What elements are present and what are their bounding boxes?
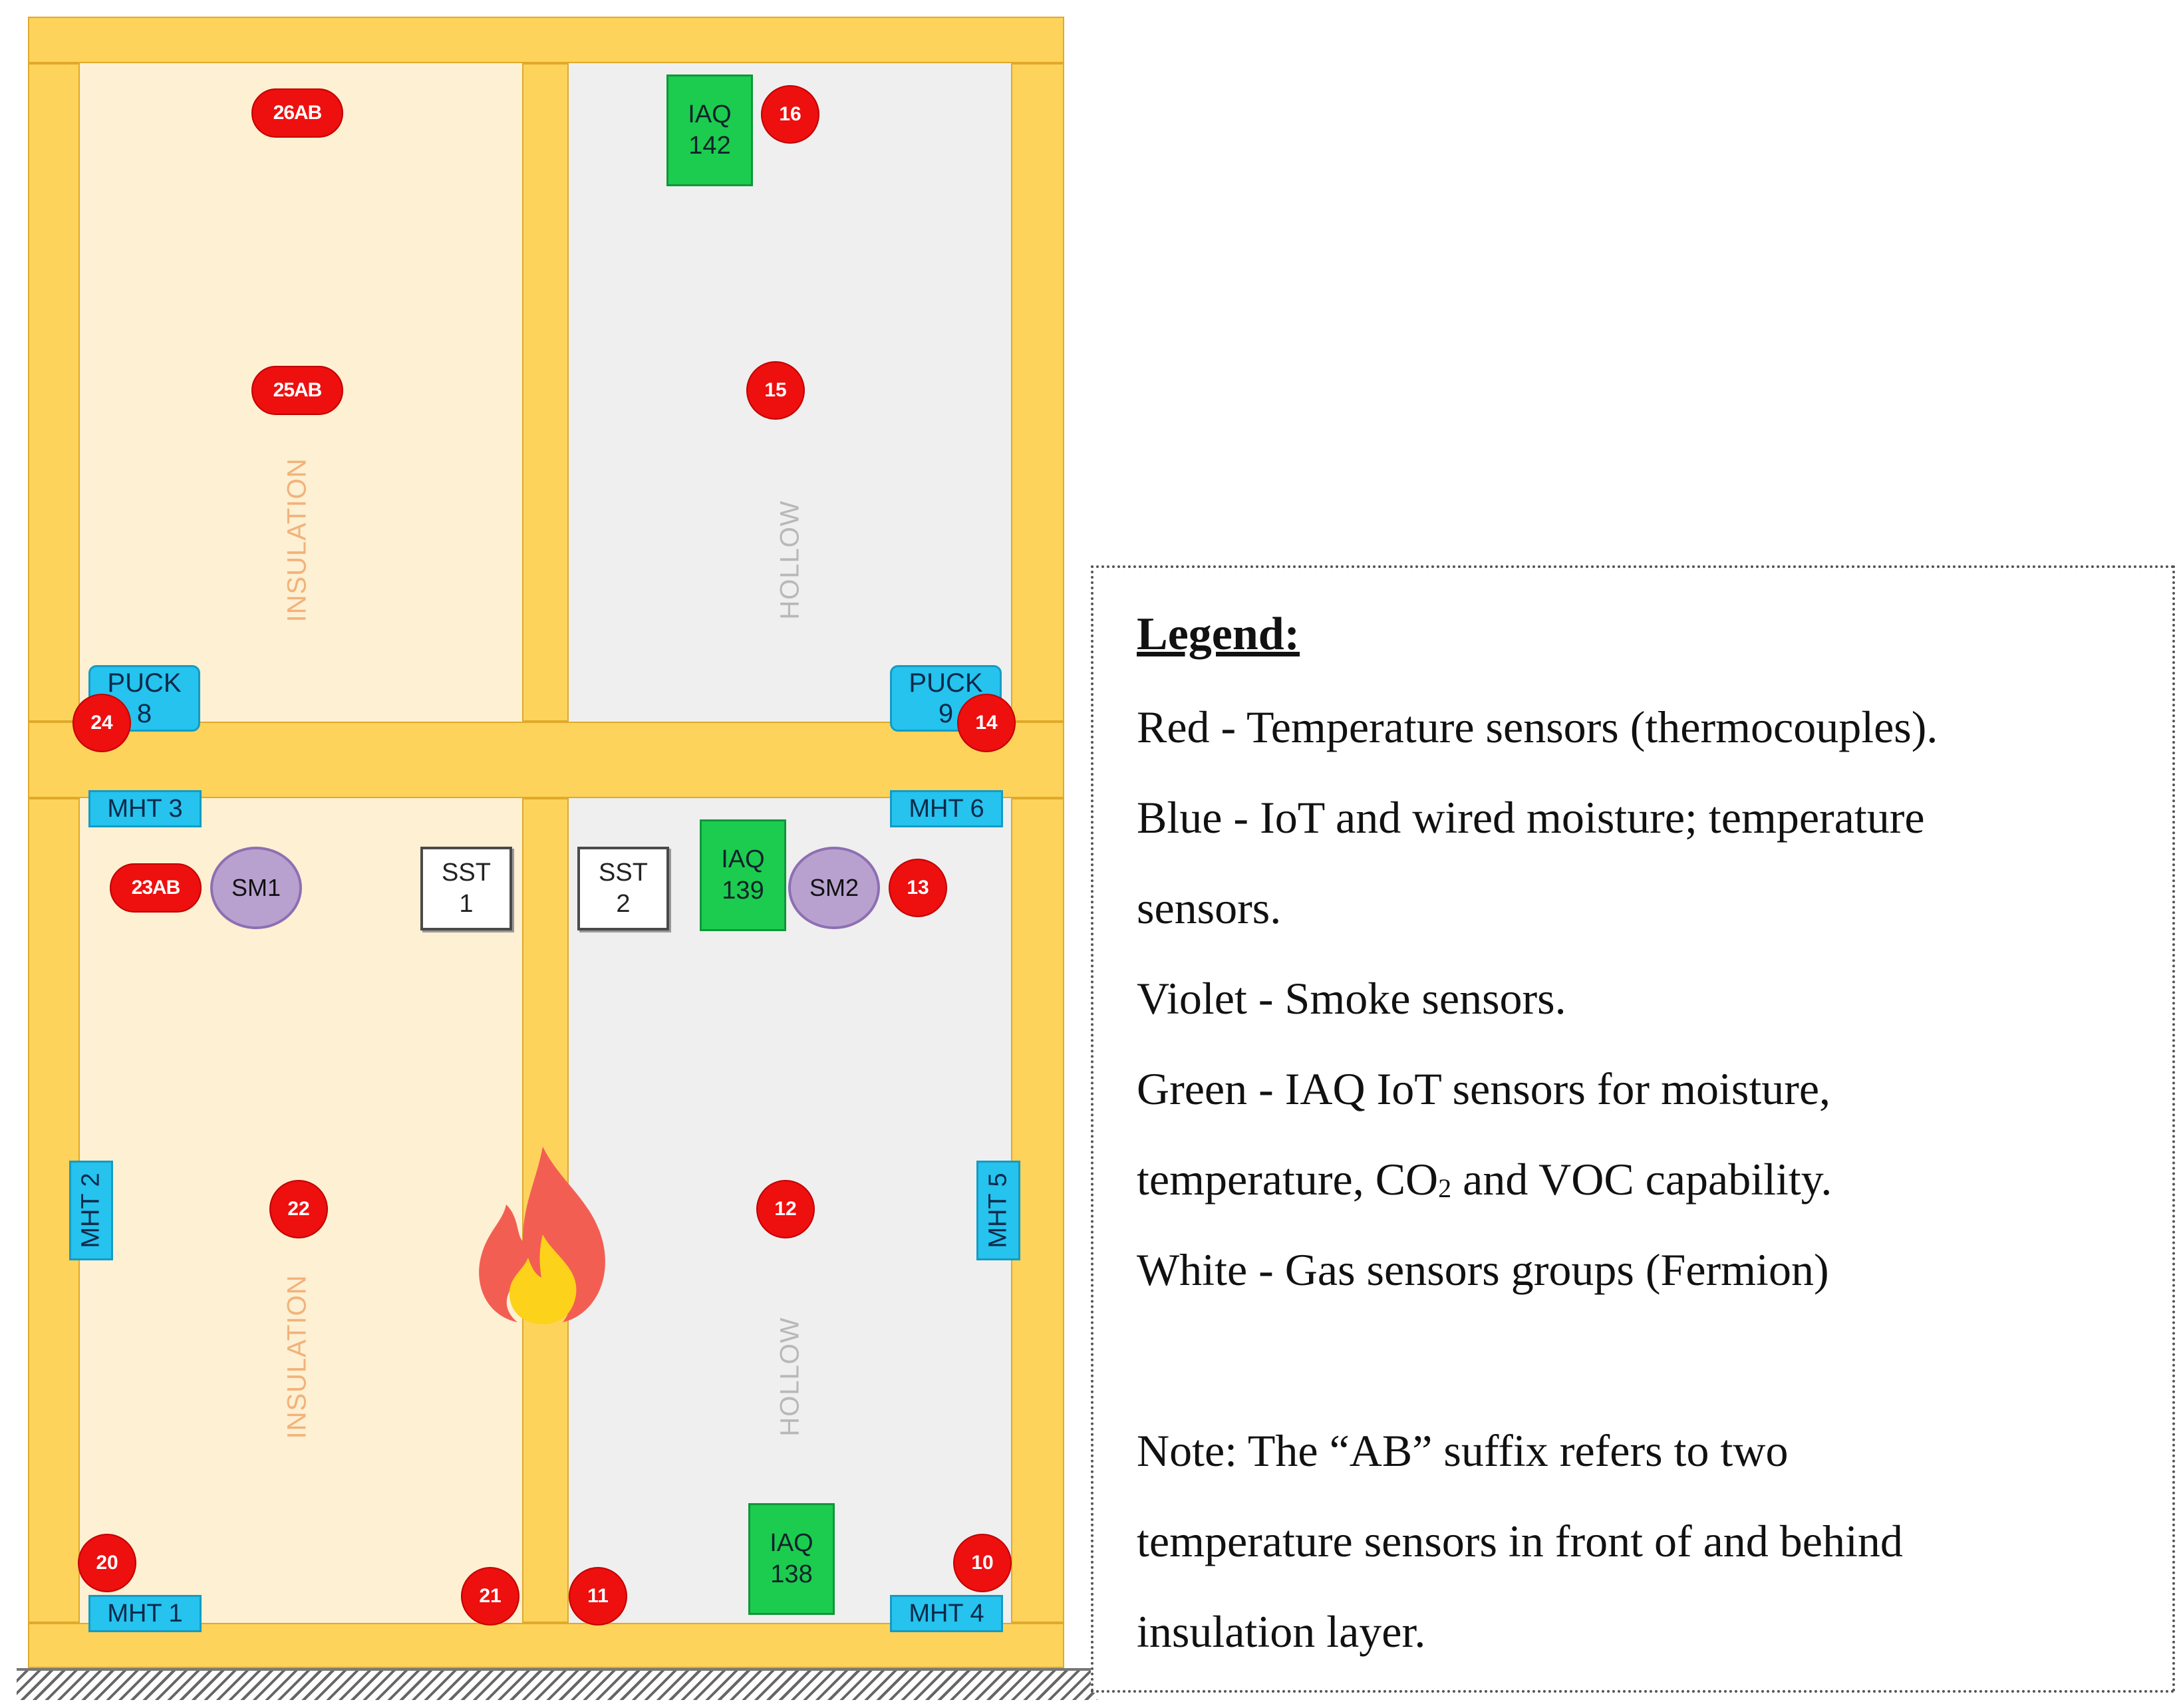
moisture-sensor-mht-3: MHT 3 (88, 790, 202, 827)
iaq-sensor-142: IAQ 142 (666, 74, 753, 186)
moisture-sensor-mht-1: MHT 1 (88, 1595, 202, 1632)
center-stud-upper (522, 63, 569, 722)
moisture-sensor-mht-6: MHT 6 (890, 790, 1003, 827)
legend-note-line-1: Note: The “AB” suffix refers to two (1137, 1425, 1789, 1476)
label-hollow-upper: HOLLOW (775, 500, 805, 620)
label-insulation-lower: INSULATION (282, 1274, 312, 1439)
gas-sensor-sst-2: SST 2 (577, 847, 669, 930)
legend-line-blue-cont: sensors. (1137, 883, 1282, 933)
temperature-sensor-13: 13 (889, 859, 947, 917)
iaq-sensor-139: IAQ 139 (700, 819, 786, 931)
legend-title: Legend: (1137, 609, 1300, 660)
temperature-sensor-10: 10 (953, 1534, 1012, 1592)
temperature-sensor-15: 15 (746, 361, 805, 420)
temperature-sensor-23ab: 23AB (110, 863, 202, 913)
moisture-sensor-mht-5: MHT 5 (976, 1161, 1020, 1260)
legend-note-line-2: temperature sensors in front of and behi… (1137, 1516, 1903, 1566)
right-stud-upper (1011, 63, 1064, 722)
temperature-sensor-16: 16 (761, 85, 819, 144)
temperature-sensor-14: 14 (957, 694, 1016, 752)
top-plate (28, 17, 1064, 63)
moisture-sensor-mht-2: MHT 2 (69, 1161, 113, 1260)
middle-plate (28, 722, 1064, 798)
temperature-sensor-20: 20 (78, 1534, 136, 1592)
legend-line-blue: Blue - IoT and wired moisture; temperatu… (1137, 792, 1925, 843)
legend-line-white: White - Gas sensors groups (Fermion) (1137, 1244, 1829, 1295)
temperature-sensor-22: 22 (269, 1180, 328, 1238)
legend-line-violet: Violet - Smoke sensors. (1137, 973, 1566, 1024)
legend-box: Legend: Red - Temperature sensors (therm… (1091, 565, 2175, 1693)
ground-hatching (17, 1668, 1097, 1700)
smoke-sensor-sm2: SM2 (788, 847, 880, 929)
temperature-sensor-12: 12 (756, 1180, 815, 1238)
legend-line-green-cont: temperature, CO2 and VOC capability. (1137, 1154, 1832, 1205)
label-hollow-lower: HOLLOW (775, 1317, 805, 1437)
left-stud-upper (28, 63, 80, 722)
legend-line-red: Red - Temperature sensors (thermocouples… (1137, 702, 1938, 752)
moisture-sensor-mht-4: MHT 4 (890, 1595, 1003, 1632)
iaq-sensor-138: IAQ 138 (748, 1503, 835, 1615)
temperature-sensor-21: 21 (461, 1567, 519, 1626)
fire-icon (479, 1147, 605, 1324)
legend-line-green: Green - IAQ IoT sensors for moisture, (1137, 1064, 1831, 1114)
gas-sensor-sst-1: SST 1 (420, 847, 512, 930)
temperature-sensor-11: 11 (569, 1567, 627, 1626)
legend-note-line-3: insulation layer. (1137, 1606, 1426, 1657)
smoke-sensor-sm1: SM1 (210, 847, 302, 929)
temperature-sensor-26ab: 26AB (251, 88, 343, 138)
temperature-sensor-24: 24 (73, 694, 131, 752)
temperature-sensor-25ab: 25AB (251, 366, 343, 415)
label-insulation-upper: INSULATION (282, 458, 312, 623)
